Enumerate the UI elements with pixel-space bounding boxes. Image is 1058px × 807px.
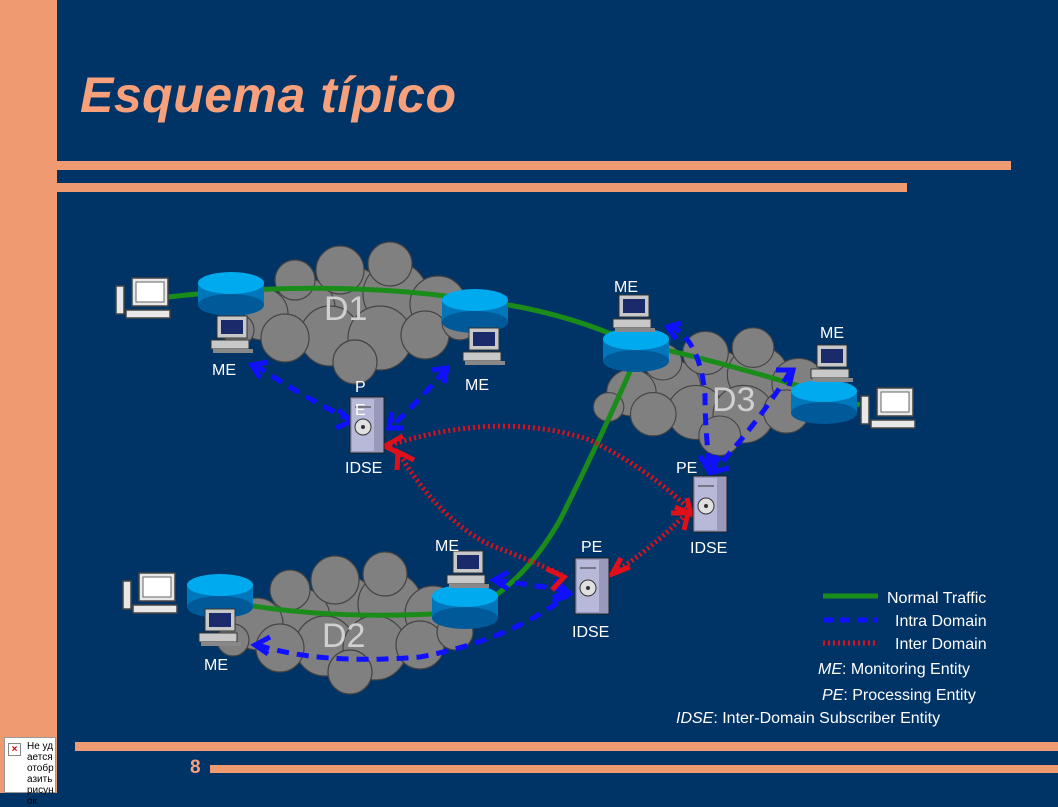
normal-traffic-lines (167, 285, 861, 618)
me-pc-d3-right (810, 344, 854, 383)
router-d3-top (603, 328, 669, 372)
label-me-d3-right: ME (820, 325, 844, 342)
legend: Normal Traffic Intra Domain Inter Domain… (676, 590, 987, 727)
title-underline-bottom (57, 183, 907, 192)
label-me-d2-left: ME (204, 657, 228, 674)
legend-idse-definition: IDSE: Inter-Domain Subscriber Entity (676, 710, 940, 727)
legend-pe-abbr: PE (822, 687, 844, 704)
idse-server-d2 (574, 557, 610, 615)
label-me-d1-left: ME (212, 362, 236, 379)
legend-idse-def: : Inter-Domain Subscriber Entity (713, 710, 940, 727)
inter-domain-arrowheads (379, 433, 695, 592)
left-accent-band (0, 0, 57, 793)
idse-server-d3 (692, 475, 728, 533)
legend-idse-abbr: IDSE (676, 710, 714, 727)
footer-rule-bottom (210, 765, 1058, 773)
legend-me-abbr: ME (818, 661, 842, 678)
me-pc-d1-right (462, 327, 506, 366)
label-idse-d3: IDSE (690, 540, 727, 557)
inter-domain-lines (389, 423, 692, 578)
title-underline-top (57, 161, 1011, 170)
desktop-host-d2 (122, 572, 178, 614)
desktop-host-d1 (115, 277, 171, 319)
label-idse-d2: IDSE (572, 624, 609, 641)
domain-label-d3: D3 (712, 381, 755, 419)
router-d3-right (791, 380, 857, 424)
legend-me-definition: ME: Monitoring Entity (818, 661, 970, 678)
router-d1-right (442, 289, 508, 333)
me-pc-d2-right (446, 550, 490, 589)
label-pe-d1-p: P (355, 379, 366, 396)
router-d1-left (198, 272, 264, 316)
page-number: 8 (190, 757, 201, 778)
legend-pe-def: : Processing Entity (843, 687, 976, 704)
router-d2-right (432, 585, 498, 629)
label-pe-d3: PE (676, 460, 697, 477)
legend-me-def: : Monitoring Entity (842, 661, 970, 678)
label-pe-d2: PE (581, 539, 602, 556)
me-pc-d3-top (612, 294, 656, 333)
me-pc-d2-left (198, 608, 242, 647)
broken-image-icon: × (8, 743, 21, 756)
legend-pe-definition: PE: Processing Entity (822, 687, 976, 704)
legend-inter-text: Inter Domain (895, 636, 987, 653)
footer-rule-top (75, 742, 1058, 751)
broken-image-placeholder: × Не удается отобразить рисунок (4, 737, 56, 807)
slide-title: Esquema típico (80, 67, 457, 123)
label-me-d1-right: ME (465, 377, 489, 394)
label-me-d2-right: ME (435, 538, 459, 555)
label-me-d3-top: ME (614, 279, 638, 296)
legend-normal-text: Normal Traffic (887, 590, 986, 607)
desktop-host-d3 (860, 387, 916, 429)
legend-intra-text: Intra Domain (895, 613, 987, 630)
me-pc-d1-left (210, 315, 254, 354)
label-pe-d1-e: E (355, 402, 366, 419)
label-idse-d1: IDSE (345, 460, 382, 477)
domain-label-d2: D2 (322, 617, 365, 655)
domain-label-d1: D1 (324, 290, 367, 328)
